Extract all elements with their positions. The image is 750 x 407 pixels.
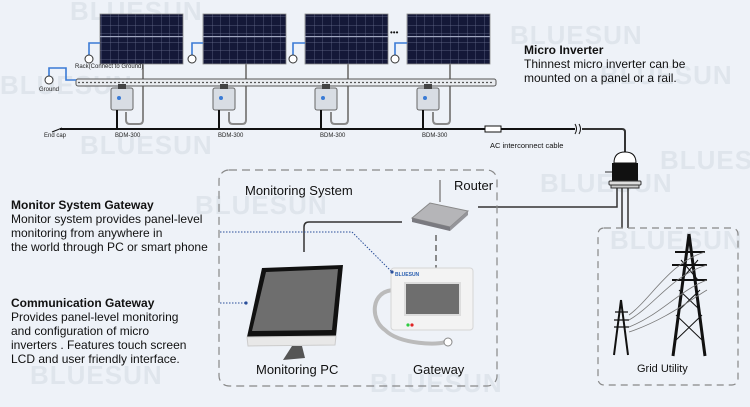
transmission-tower-icon: [613, 233, 708, 357]
monitor-gateway-desc: monitoring from anywhere in: [11, 226, 163, 240]
communication-gateway-desc: Provides panel-level monitoring: [11, 310, 179, 324]
solar-panel: [202, 13, 287, 65]
micro-inverter: [314, 84, 338, 128]
ellipsis: •••: [390, 28, 399, 37]
monitoring-pc-icon: [246, 265, 343, 360]
watermark: BLUESUN: [540, 168, 673, 198]
watermark: BLUESUN: [80, 130, 213, 160]
ground-label: Ground: [39, 87, 60, 93]
grid-utility-box: [597, 227, 739, 386]
micro-inverter-desc: Thinnest micro inverter can be: [524, 57, 686, 71]
monitoring-system-label: Monitoring System: [245, 183, 353, 198]
pointer-line: [220, 231, 393, 273]
ac-trunk-cable: [51, 123, 626, 158]
ground-wires: [48, 42, 407, 81]
solar-panel: [406, 13, 491, 65]
solar-panel: [99, 13, 184, 65]
grid-utility-label: Grid Utility: [637, 363, 688, 375]
communication-gateway-desc: and configuration of micro: [11, 324, 150, 338]
gateway-device: BLUESUN: [372, 267, 474, 347]
micro-inverter: [212, 84, 236, 128]
inverter-model-label: BDM-300: [422, 133, 448, 139]
communication-gateway-caption: Communication Gateway Provides panel-lev…: [11, 296, 186, 366]
monitoring-system-box: [218, 169, 498, 387]
ac-cable-label: AC interconnect cable: [490, 141, 564, 150]
gateway-brand-text: BLUESUN: [395, 272, 420, 278]
monitor-gateway-title: Monitor System Gateway: [11, 198, 154, 212]
inverter-model-label: BDM-300: [218, 133, 244, 139]
pointer-dot: [244, 301, 248, 305]
gateway-label: Gateway: [413, 362, 465, 377]
monitoring-pc-label: Monitoring PC: [256, 362, 339, 377]
micro-inverter: [416, 84, 440, 128]
watermark: BLUESUN: [370, 368, 503, 398]
inverter-model-label: BDM-300: [115, 133, 141, 139]
communication-gateway-title: Communication Gateway: [11, 296, 155, 310]
solar-panel: [304, 13, 389, 65]
pointer-dot: [390, 270, 394, 274]
micro-inverter-title: Micro Inverter: [524, 43, 604, 57]
rack-label: Rack(Connect to Ground): [75, 64, 144, 70]
ground-symbol-icon: [44, 54, 400, 85]
monitor-gateway-desc: Monitor system provides panel-level: [11, 212, 203, 226]
mounting-rail: [75, 78, 497, 87]
router-label: Router: [454, 178, 494, 193]
router-pc-cable: [303, 221, 402, 252]
end-cap-label: End cap: [44, 133, 67, 139]
micro-inverter-desc: mounted on a panel or a rail.: [524, 71, 677, 85]
watermark: BLUESUN: [660, 145, 750, 175]
router-icon: [410, 180, 470, 268]
communication-gateway-desc: inverters . Features touch screen: [11, 338, 187, 352]
micro-inverter: [110, 84, 134, 128]
monitor-gateway-caption: Monitor System Gateway Monitor system pr…: [11, 198, 208, 254]
watermark: BLUESUN: [600, 60, 733, 90]
monitor-gateway-desc: the world through PC or smart phone: [11, 240, 208, 254]
inverter-model-label: BDM-300: [320, 133, 346, 139]
ac-meter: [478, 151, 642, 228]
panel-mounts: [125, 64, 451, 125]
communication-gateway-desc: LCD and user friendly interface.: [11, 352, 180, 366]
watermark: BLUESUN: [510, 20, 643, 50]
micro-inverter-caption: Micro Inverter Thinnest micro inverter c…: [524, 43, 685, 85]
watermark: BLUESUN: [610, 225, 743, 255]
watermark: BLUESUN: [30, 360, 163, 390]
watermark: BLUESUN: [195, 190, 328, 220]
